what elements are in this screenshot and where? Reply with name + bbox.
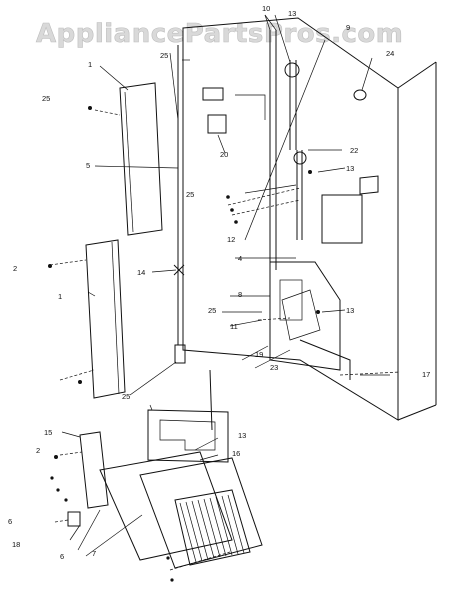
callout-5: 5 [86, 161, 90, 170]
screws [48, 106, 320, 582]
callout-25-lower: 25 [122, 392, 130, 401]
callout-7: 7 [92, 549, 96, 558]
callout-2-lower: 2 [36, 446, 40, 455]
callout-18: 18 [12, 540, 20, 549]
drain-tube [209, 369, 213, 431]
bracket [174, 344, 186, 364]
callout-23: 23 [270, 363, 278, 372]
callout-15: 15 [44, 428, 52, 437]
callout-8: 8 [238, 290, 242, 299]
callout-20: 20 [220, 150, 228, 159]
callout-12: 12 [227, 235, 235, 244]
callout-24: 24 [386, 49, 394, 58]
callout-1-lower: 1 [58, 292, 62, 301]
callout-13-right: 13 [346, 164, 354, 173]
callout-13-top: 13 [288, 9, 296, 18]
callout-13-mid: 13 [346, 306, 354, 315]
explosion-lines [49, 109, 401, 571]
callout-25-right: 25 [208, 306, 216, 315]
leader-lines [61, 14, 390, 557]
callout-11: 11 [230, 322, 238, 331]
callout-6-upper: 6 [8, 517, 12, 526]
rear-access-panel [67, 451, 263, 569]
callout-17: 17 [422, 370, 430, 379]
callout-1-upper: 1 [88, 60, 92, 69]
watermark-text: AppliancePartsPros.com [36, 19, 403, 49]
callout-6-lower: 6 [60, 552, 64, 561]
callout-19: 19 [255, 350, 263, 359]
callout-14: 14 [137, 268, 145, 277]
compressor-compartment [269, 261, 351, 380]
callout-9: 9 [346, 23, 350, 32]
callout-25-top: 25 [160, 51, 168, 60]
callout-10: 10 [262, 4, 270, 13]
callout-25-mid: 25 [186, 190, 194, 199]
side-panel-upper [119, 82, 163, 236]
side-panel-lower [85, 239, 126, 399]
tubing-assembly [235, 30, 307, 270]
callout-22: 22 [350, 146, 358, 155]
bracket-15 [79, 431, 109, 509]
callout-2-upper: 2 [13, 264, 17, 273]
callout-labels: 1 1 2 2 4 5 6 6 7 8 9 10 11 12 13 13 13 … [8, 4, 430, 561]
callout-16: 16 [232, 449, 240, 458]
callout-13-lower: 13 [238, 431, 246, 440]
callout-4: 4 [238, 254, 242, 263]
u-baffle [147, 409, 229, 463]
callout-25-left: 25 [42, 94, 50, 103]
cabinet-back-wall [182, 17, 437, 421]
upper-components [202, 87, 367, 134]
